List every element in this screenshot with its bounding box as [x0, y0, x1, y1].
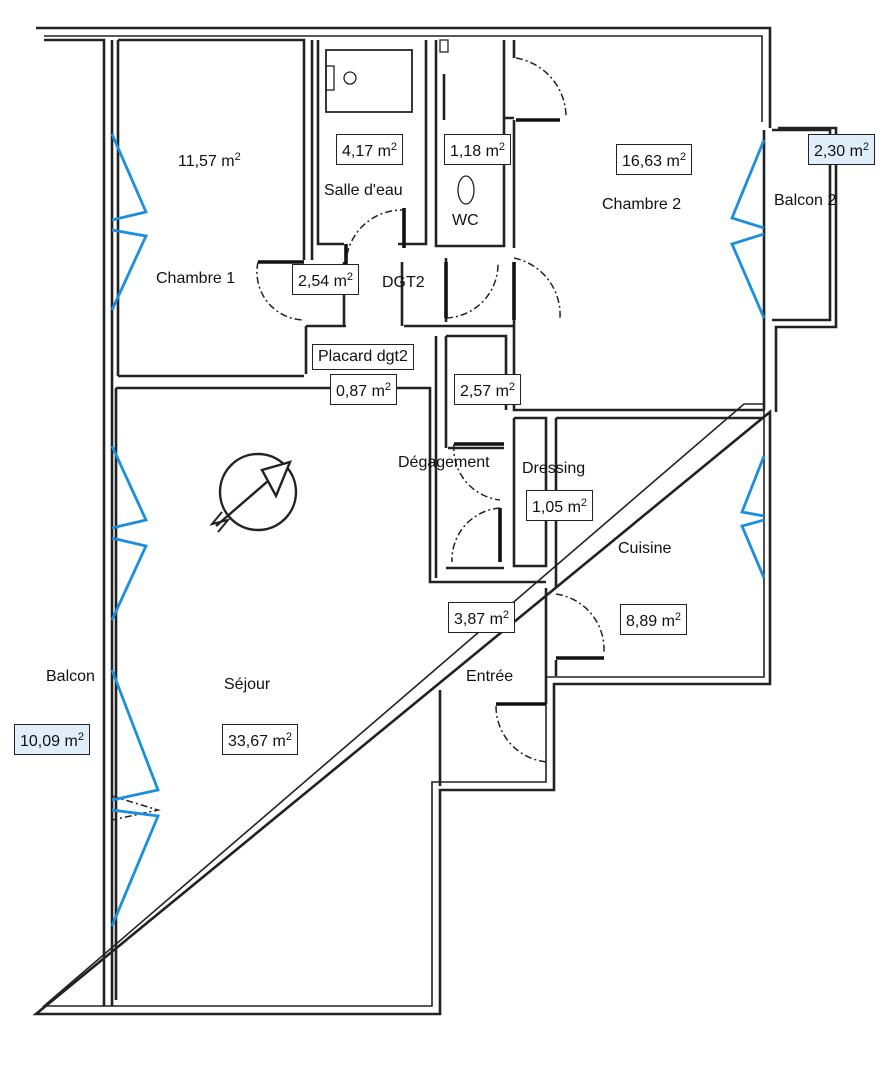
window-cuisine-lower: [740, 518, 766, 579]
window-chambre1-lower: [110, 228, 149, 311]
area-dressing: 1,05 m2: [526, 490, 594, 521]
entree-wall: [438, 588, 548, 786]
window-chambre2-upper: [730, 139, 766, 230]
area-wc: 1,18 m2: [444, 134, 512, 165]
compass-icon: [209, 452, 298, 533]
area-sejour: 33,67 m2: [222, 724, 298, 755]
placard-wall: [304, 326, 438, 578]
window-chambre2-lower: [730, 232, 766, 319]
area-dgt2: 2,54 m2: [292, 264, 360, 295]
balcon2-wall: [772, 128, 832, 322]
room-name-salle-deau: Salle d'eau: [324, 182, 403, 199]
room-name-chambre1: Chambre 1: [156, 270, 236, 287]
area-degagement: 2,57 m2: [454, 374, 522, 405]
area-balcon: 10,09 m2: [14, 724, 90, 755]
window-chambre1-upper: [110, 133, 148, 222]
room-name-dressing: Dressing: [522, 460, 586, 477]
outer-wall-inner: [41, 35, 765, 1007]
room-name-dgt2: DGT2: [382, 274, 425, 291]
area-chambre1: 11,57 m2: [178, 151, 241, 170]
area-entree: 3,87 m2: [448, 602, 516, 633]
area-chambre2: 16,63 m2: [616, 144, 692, 175]
room-name-wc: WC: [452, 212, 479, 229]
window-sejour-3: [110, 669, 160, 802]
window-cuisine-upper: [740, 455, 766, 518]
window-sejour-4: [110, 808, 160, 927]
bathtub: [325, 49, 413, 113]
sejour-wall: [114, 386, 546, 1000]
room-name-sejour: Séjour: [224, 676, 271, 693]
outer-wall: [32, 26, 838, 1016]
room-name-placard: Placard dgt2: [312, 344, 414, 370]
chambre2-wall: [512, 40, 766, 412]
room-name-balcon: Balcon: [46, 668, 95, 685]
balcony-wall: [44, 38, 114, 1006]
room-name-balcon2: Balcon 2: [774, 192, 837, 209]
area-balcon2: 2,30 m2: [808, 134, 876, 165]
window-sejour-2: [110, 536, 148, 621]
degagement-wall: [444, 334, 548, 570]
room-name-degagement: Dégagement: [398, 454, 490, 471]
room-name-entree: Entrée: [466, 668, 514, 685]
window-sejour-1: [110, 445, 148, 530]
room-name-chambre2: Chambre 2: [602, 196, 682, 213]
area-placard: 0,87 m2: [330, 374, 398, 405]
area-cuisine: 8,89 m2: [620, 604, 688, 635]
area-salle-deau: 4,17 m2: [336, 134, 404, 165]
bathroom-wall: [316, 40, 428, 246]
chambre1-wall: [116, 38, 314, 378]
room-name-cuisine: Cuisine: [618, 540, 672, 557]
